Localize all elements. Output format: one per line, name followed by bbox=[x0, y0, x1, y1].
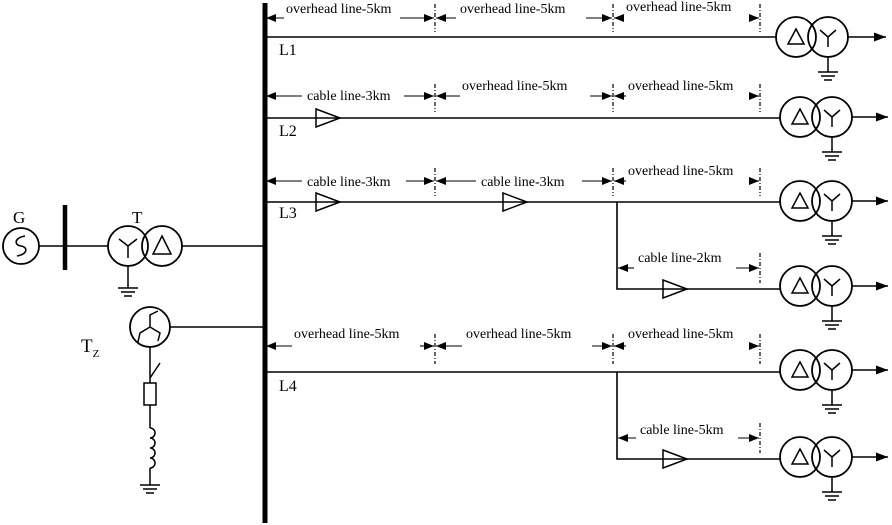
dimension-dividers bbox=[434, 4, 761, 453]
ground-icon bbox=[118, 287, 138, 297]
segment-label: cable line-3km bbox=[481, 175, 565, 190]
delta-symbol-icon bbox=[790, 191, 810, 209]
ground-icon bbox=[822, 151, 842, 161]
wye-symbol-icon bbox=[823, 109, 841, 127]
ground-icon bbox=[822, 320, 842, 330]
ground-icon bbox=[822, 491, 842, 501]
line-label-l1: L1 bbox=[279, 42, 297, 59]
segment-label: overhead line-5km bbox=[462, 79, 567, 94]
ground-icon bbox=[140, 484, 160, 494]
cable-marker-icon bbox=[315, 191, 343, 213]
branch-l3-wire bbox=[616, 202, 780, 290]
delta-symbol-icon bbox=[790, 447, 810, 465]
segment-label: cable line-3km bbox=[307, 89, 391, 104]
segment-label: overhead line-5km bbox=[628, 79, 733, 94]
ground-icon bbox=[822, 235, 842, 245]
ground-icon bbox=[818, 71, 838, 81]
delta-symbol-icon bbox=[786, 27, 806, 45]
wye-symbol-icon bbox=[823, 362, 841, 380]
cable-marker-icon bbox=[315, 107, 343, 129]
line-label-l4: L4 bbox=[279, 378, 297, 395]
dimension-arrows bbox=[266, 14, 759, 442]
wye-symbol-icon bbox=[823, 193, 841, 211]
load-transformer-l2 bbox=[779, 96, 888, 161]
cable-marker-icon bbox=[662, 448, 690, 470]
transformer-label: T bbox=[132, 208, 143, 227]
zigzag-symbol-icon bbox=[137, 310, 161, 343]
wye-symbol-icon bbox=[823, 449, 841, 467]
wye-symbol-icon bbox=[823, 278, 841, 296]
cable-marker-icon bbox=[502, 191, 530, 213]
grounding-transformer-label: TZ bbox=[81, 336, 100, 360]
branch-l4-wire bbox=[616, 372, 780, 460]
load-transformer-l3-branch bbox=[779, 265, 888, 330]
generator-label: G bbox=[13, 208, 25, 227]
resistor-icon bbox=[143, 382, 157, 406]
load-transformer-l4-branch bbox=[779, 436, 888, 501]
segment-label: overhead line-5km bbox=[286, 2, 391, 17]
ground-icon bbox=[822, 404, 842, 414]
segment-label: cable line-5km bbox=[640, 423, 724, 438]
inductor-icon bbox=[149, 427, 156, 469]
segment-label: overhead line-5km bbox=[626, 0, 731, 15]
grounding-transformer: TZ bbox=[81, 306, 171, 360]
switch-icon bbox=[149, 362, 161, 379]
segment-label: overhead line-5km bbox=[466, 327, 571, 342]
segment-label: overhead line-5km bbox=[628, 327, 733, 342]
segment-label: overhead line-5km bbox=[628, 164, 733, 179]
delta-symbol-icon bbox=[790, 107, 810, 125]
cable-marker-icon bbox=[662, 278, 690, 300]
segment-label: overhead line-5km bbox=[460, 2, 565, 17]
wye-symbol-icon bbox=[819, 29, 837, 47]
segment-label: cable line-3km bbox=[307, 175, 391, 190]
line-label-l2: L2 bbox=[279, 123, 297, 140]
load-transformer-l3 bbox=[779, 180, 888, 245]
delta-symbol-icon bbox=[790, 360, 810, 378]
segment-label: overhead line-5km bbox=[294, 327, 399, 342]
load-transformer-l1 bbox=[775, 16, 886, 81]
delta-symbol-icon bbox=[790, 276, 810, 294]
segment-labels: overhead line-5km overhead line-5km over… bbox=[286, 0, 733, 438]
step-up-transformer: T bbox=[107, 208, 183, 297]
segment-label: cable line-2km bbox=[638, 251, 722, 266]
load-transformer-l4 bbox=[779, 349, 888, 414]
line-label-l3: L3 bbox=[279, 205, 297, 222]
generator: G bbox=[2, 208, 40, 265]
wye-symbol-icon bbox=[118, 238, 138, 258]
delta-symbol-icon bbox=[151, 234, 173, 255]
